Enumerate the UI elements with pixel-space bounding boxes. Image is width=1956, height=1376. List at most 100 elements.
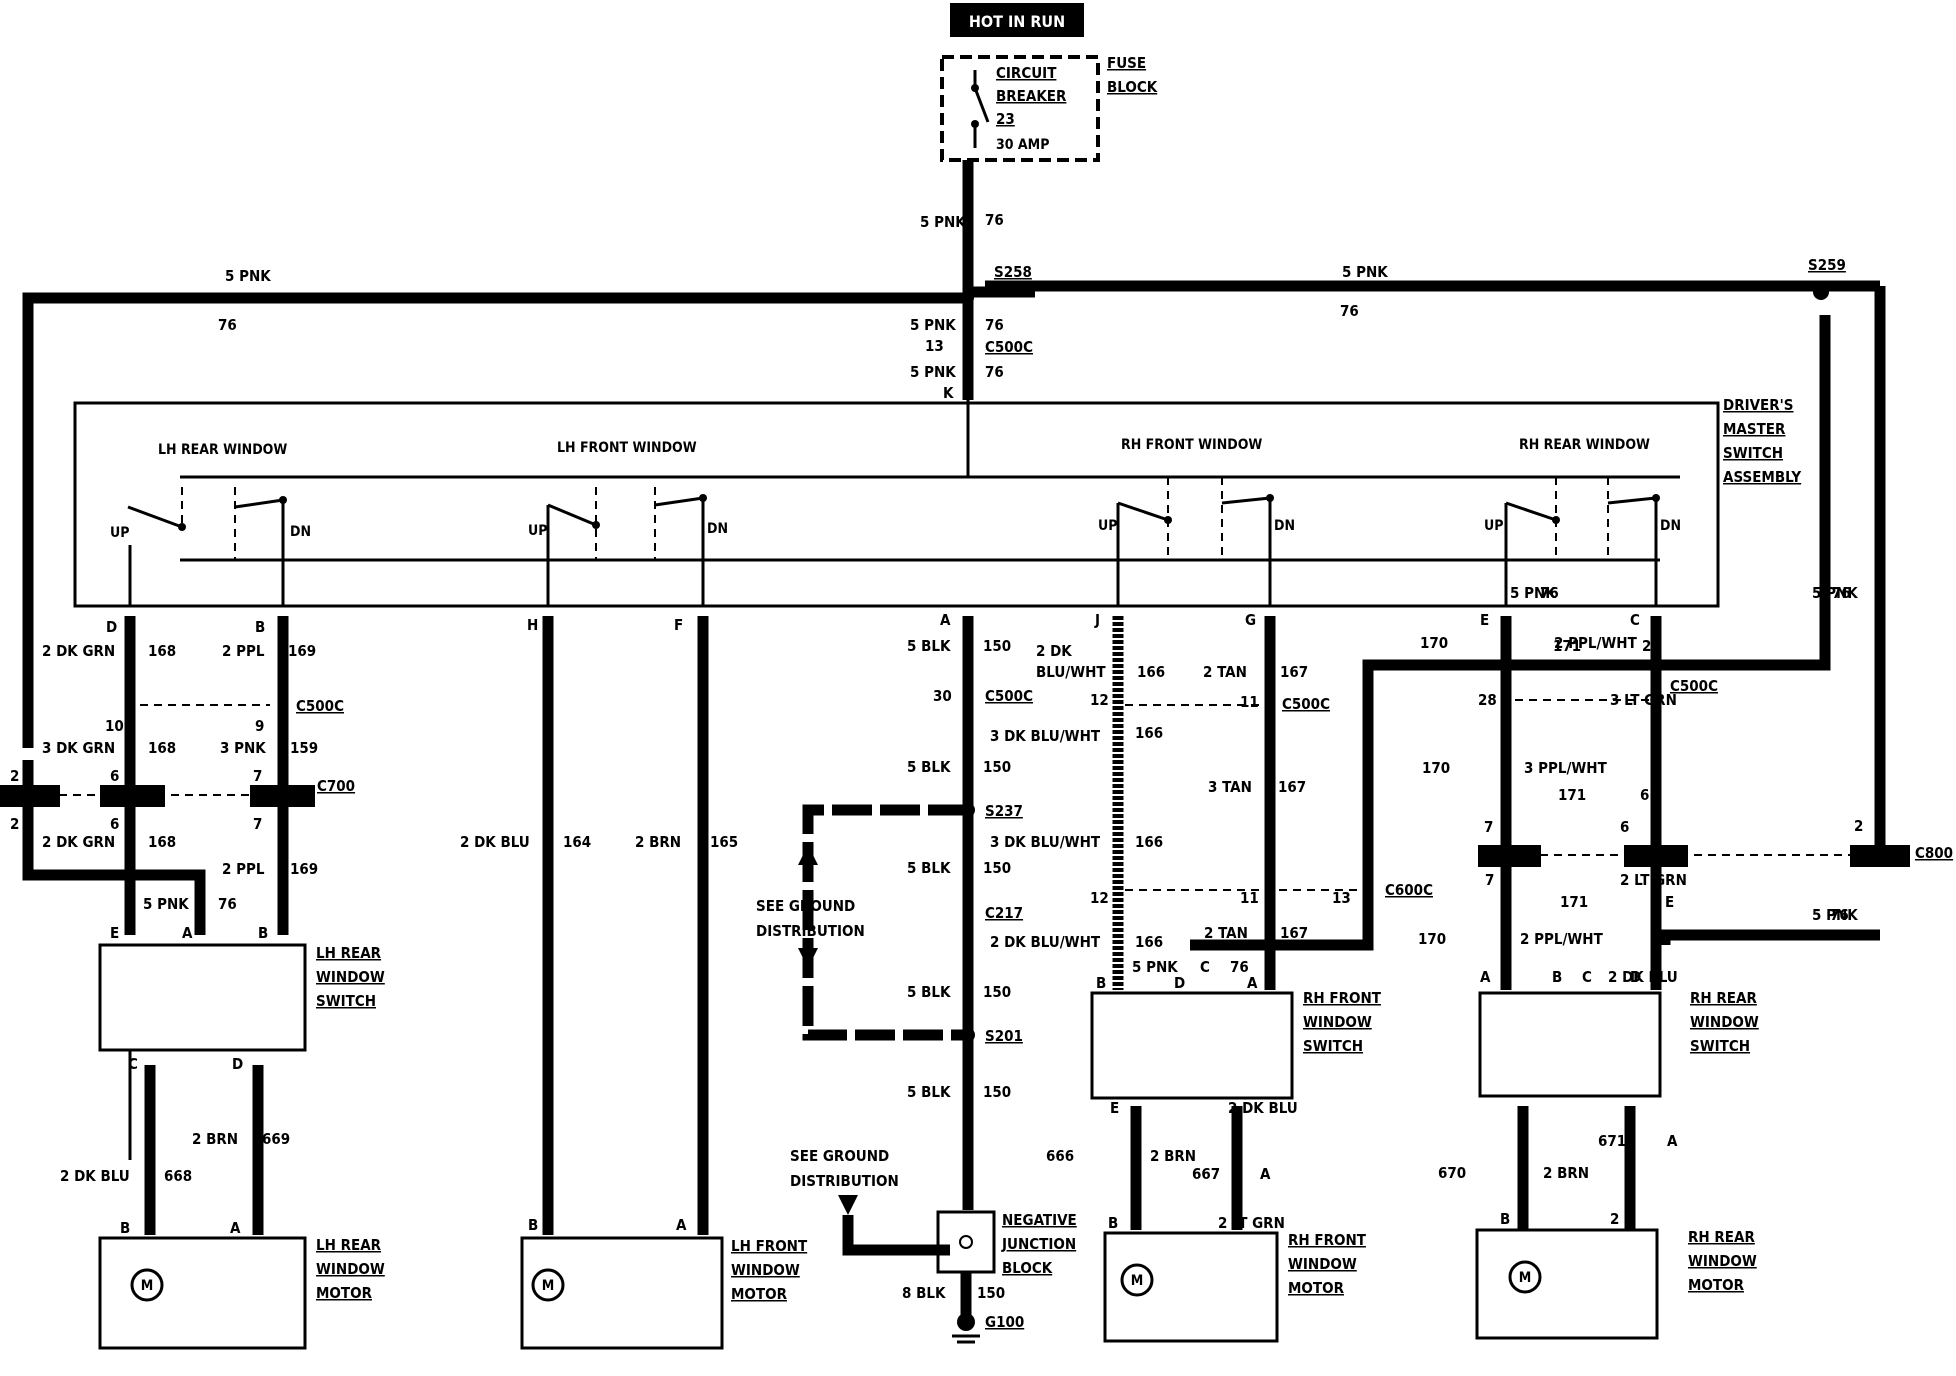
junction-label-2: JUNCTION — [1001, 1235, 1076, 1253]
wire-label: 5 PNK — [1342, 263, 1388, 281]
rh-rear-window-section: RH REAR WINDOW — [1519, 437, 1650, 453]
s259-label: S259 — [1808, 256, 1846, 274]
fuse-block-label-2: BLOCK — [1107, 78, 1158, 96]
negative-junction-block — [936, 1210, 996, 1274]
wire-label: 169 — [288, 642, 316, 660]
wire-label: C — [1630, 611, 1640, 629]
wire-label: 2 DK GRN — [42, 833, 115, 851]
wire-label: 2 DK BLU — [60, 1167, 130, 1185]
wire-label: 5 PNK — [910, 316, 956, 334]
wire-label: 5 PNK — [143, 895, 189, 913]
ground-arrow-up — [798, 845, 818, 865]
rh-rear-motor-label-2: WINDOW — [1688, 1252, 1757, 1270]
wire-label: 2 — [10, 815, 19, 833]
rh-front-window-section: RH FRONT WINDOW — [1121, 437, 1262, 453]
c800-label: C800 — [1915, 844, 1953, 862]
drivers-master-switch-box — [73, 401, 1720, 608]
wire-label: 76 — [218, 316, 237, 334]
rh-rear-window-motor-box — [1475, 1228, 1659, 1340]
wire-label: E — [1665, 893, 1674, 911]
left-bus-wire — [22, 292, 968, 748]
wire-label: 169 — [290, 860, 318, 878]
wire-label: 669 — [262, 1130, 290, 1148]
wire-label: 29 — [1642, 637, 1661, 655]
rh-front-window-switch-box — [1090, 991, 1294, 1100]
wire-label: 28 — [1478, 691, 1497, 709]
wire-label: 2 — [10, 767, 19, 785]
c700-label: C700 — [317, 777, 355, 795]
wire-label: 5 PNK — [1812, 584, 1858, 602]
wire-label: 168 — [148, 739, 176, 757]
fuse-block-label-1: FUSE — [1107, 54, 1146, 72]
wire-label: 7 — [253, 815, 262, 833]
rh-rear-motor-label-3: MOTOR — [1688, 1276, 1745, 1294]
wire-label: 150 — [977, 1284, 1005, 1302]
wire-label: 2 LT GRN — [1218, 1214, 1285, 1232]
wire-label: 2 TAN — [1203, 663, 1247, 681]
wire-label: 171 — [1560, 893, 1588, 911]
wire-label: A — [230, 1219, 241, 1237]
wire-label: D — [1630, 968, 1641, 986]
wire-label: 165 — [710, 833, 738, 851]
breaker-label-3: 23 — [996, 110, 1015, 128]
s237-label: S237 — [985, 802, 1023, 820]
wire-label: 2 BRN — [635, 833, 681, 851]
wire-label: 76 — [985, 363, 1004, 381]
wire-label: E — [1110, 1099, 1119, 1117]
wire-label: 76 — [985, 316, 1004, 334]
circuit-breaker-box — [940, 55, 1100, 162]
wire-label: 2 DK BLU — [1228, 1099, 1298, 1117]
wire-label: D — [106, 618, 117, 636]
rh-front-switch-label-2: WINDOW — [1303, 1013, 1372, 1031]
wire-label: 6 — [110, 815, 119, 833]
master-switch-title-1: DRIVER'S — [1723, 396, 1794, 414]
wire-label: E — [1480, 611, 1489, 629]
see-ground-2-label-1: SEE GROUND — [790, 1147, 889, 1165]
wire-label: 2 DK BLU/WHT — [990, 933, 1101, 951]
wire-label: B — [1552, 968, 1562, 986]
svg-text:M: M — [542, 1278, 555, 1294]
wire-label: 150 — [983, 637, 1011, 655]
lh-rear-switch-label-2: WINDOW — [316, 968, 385, 986]
c800-block-3 — [1850, 845, 1910, 867]
wire-label: 6 — [1640, 786, 1649, 804]
wire-label: 2 PPL — [222, 642, 265, 660]
rh-rear-motor-label-1: RH REAR — [1688, 1228, 1755, 1246]
wire-label: 5 PNK — [1510, 584, 1556, 602]
wire-label: B — [1096, 974, 1106, 992]
wire-label: 168 — [148, 642, 176, 660]
wire-label: F — [674, 616, 683, 634]
wire-label: 3 TAN — [1208, 778, 1252, 796]
wire-label: 166 — [1135, 833, 1163, 851]
ground-arrow-down — [798, 948, 818, 968]
wire-label: 2 DK BLU — [1608, 968, 1678, 986]
wire-label: 668 — [164, 1167, 192, 1185]
rh-rear-window-switch-box — [1478, 991, 1662, 1098]
junction-label-3: BLOCK — [1002, 1259, 1053, 1277]
c700-block-1 — [0, 785, 60, 807]
lh-front-window-section: LH FRONT WINDOW — [557, 440, 697, 456]
wire-label: 150 — [983, 1083, 1011, 1101]
wire-label: 76 — [218, 895, 237, 913]
g100-label: G100 — [985, 1313, 1024, 1331]
wire-label: D — [232, 1055, 243, 1073]
master-switch-title-2: MASTER — [1723, 420, 1786, 438]
wire-label: 2 LT GRN — [1620, 871, 1687, 889]
wire-label: 171 — [1558, 786, 1586, 804]
wire-label: 2 BRN — [192, 1130, 238, 1148]
wire-label: 76 — [1540, 584, 1559, 602]
see-ground-1-label-1: SEE GROUND — [756, 897, 855, 915]
svg-text:UP: UP — [528, 523, 547, 539]
wire-label: K — [943, 384, 954, 402]
wire-label: 6 — [1620, 818, 1629, 836]
breaker-label-1: CIRCUIT — [996, 64, 1057, 82]
rh-rear-switch-label-3: SWITCH — [1690, 1037, 1750, 1055]
wire-label: 30 — [933, 687, 952, 705]
wire-label: A — [1480, 968, 1491, 986]
lh-front-motor-label-3: MOTOR — [731, 1285, 788, 1303]
rh-front-feed-wire — [1190, 315, 1831, 951]
wire-label: B — [255, 618, 265, 636]
wire-label: 3 DK GRN — [42, 739, 115, 757]
wire-label: 167 — [1280, 924, 1308, 942]
